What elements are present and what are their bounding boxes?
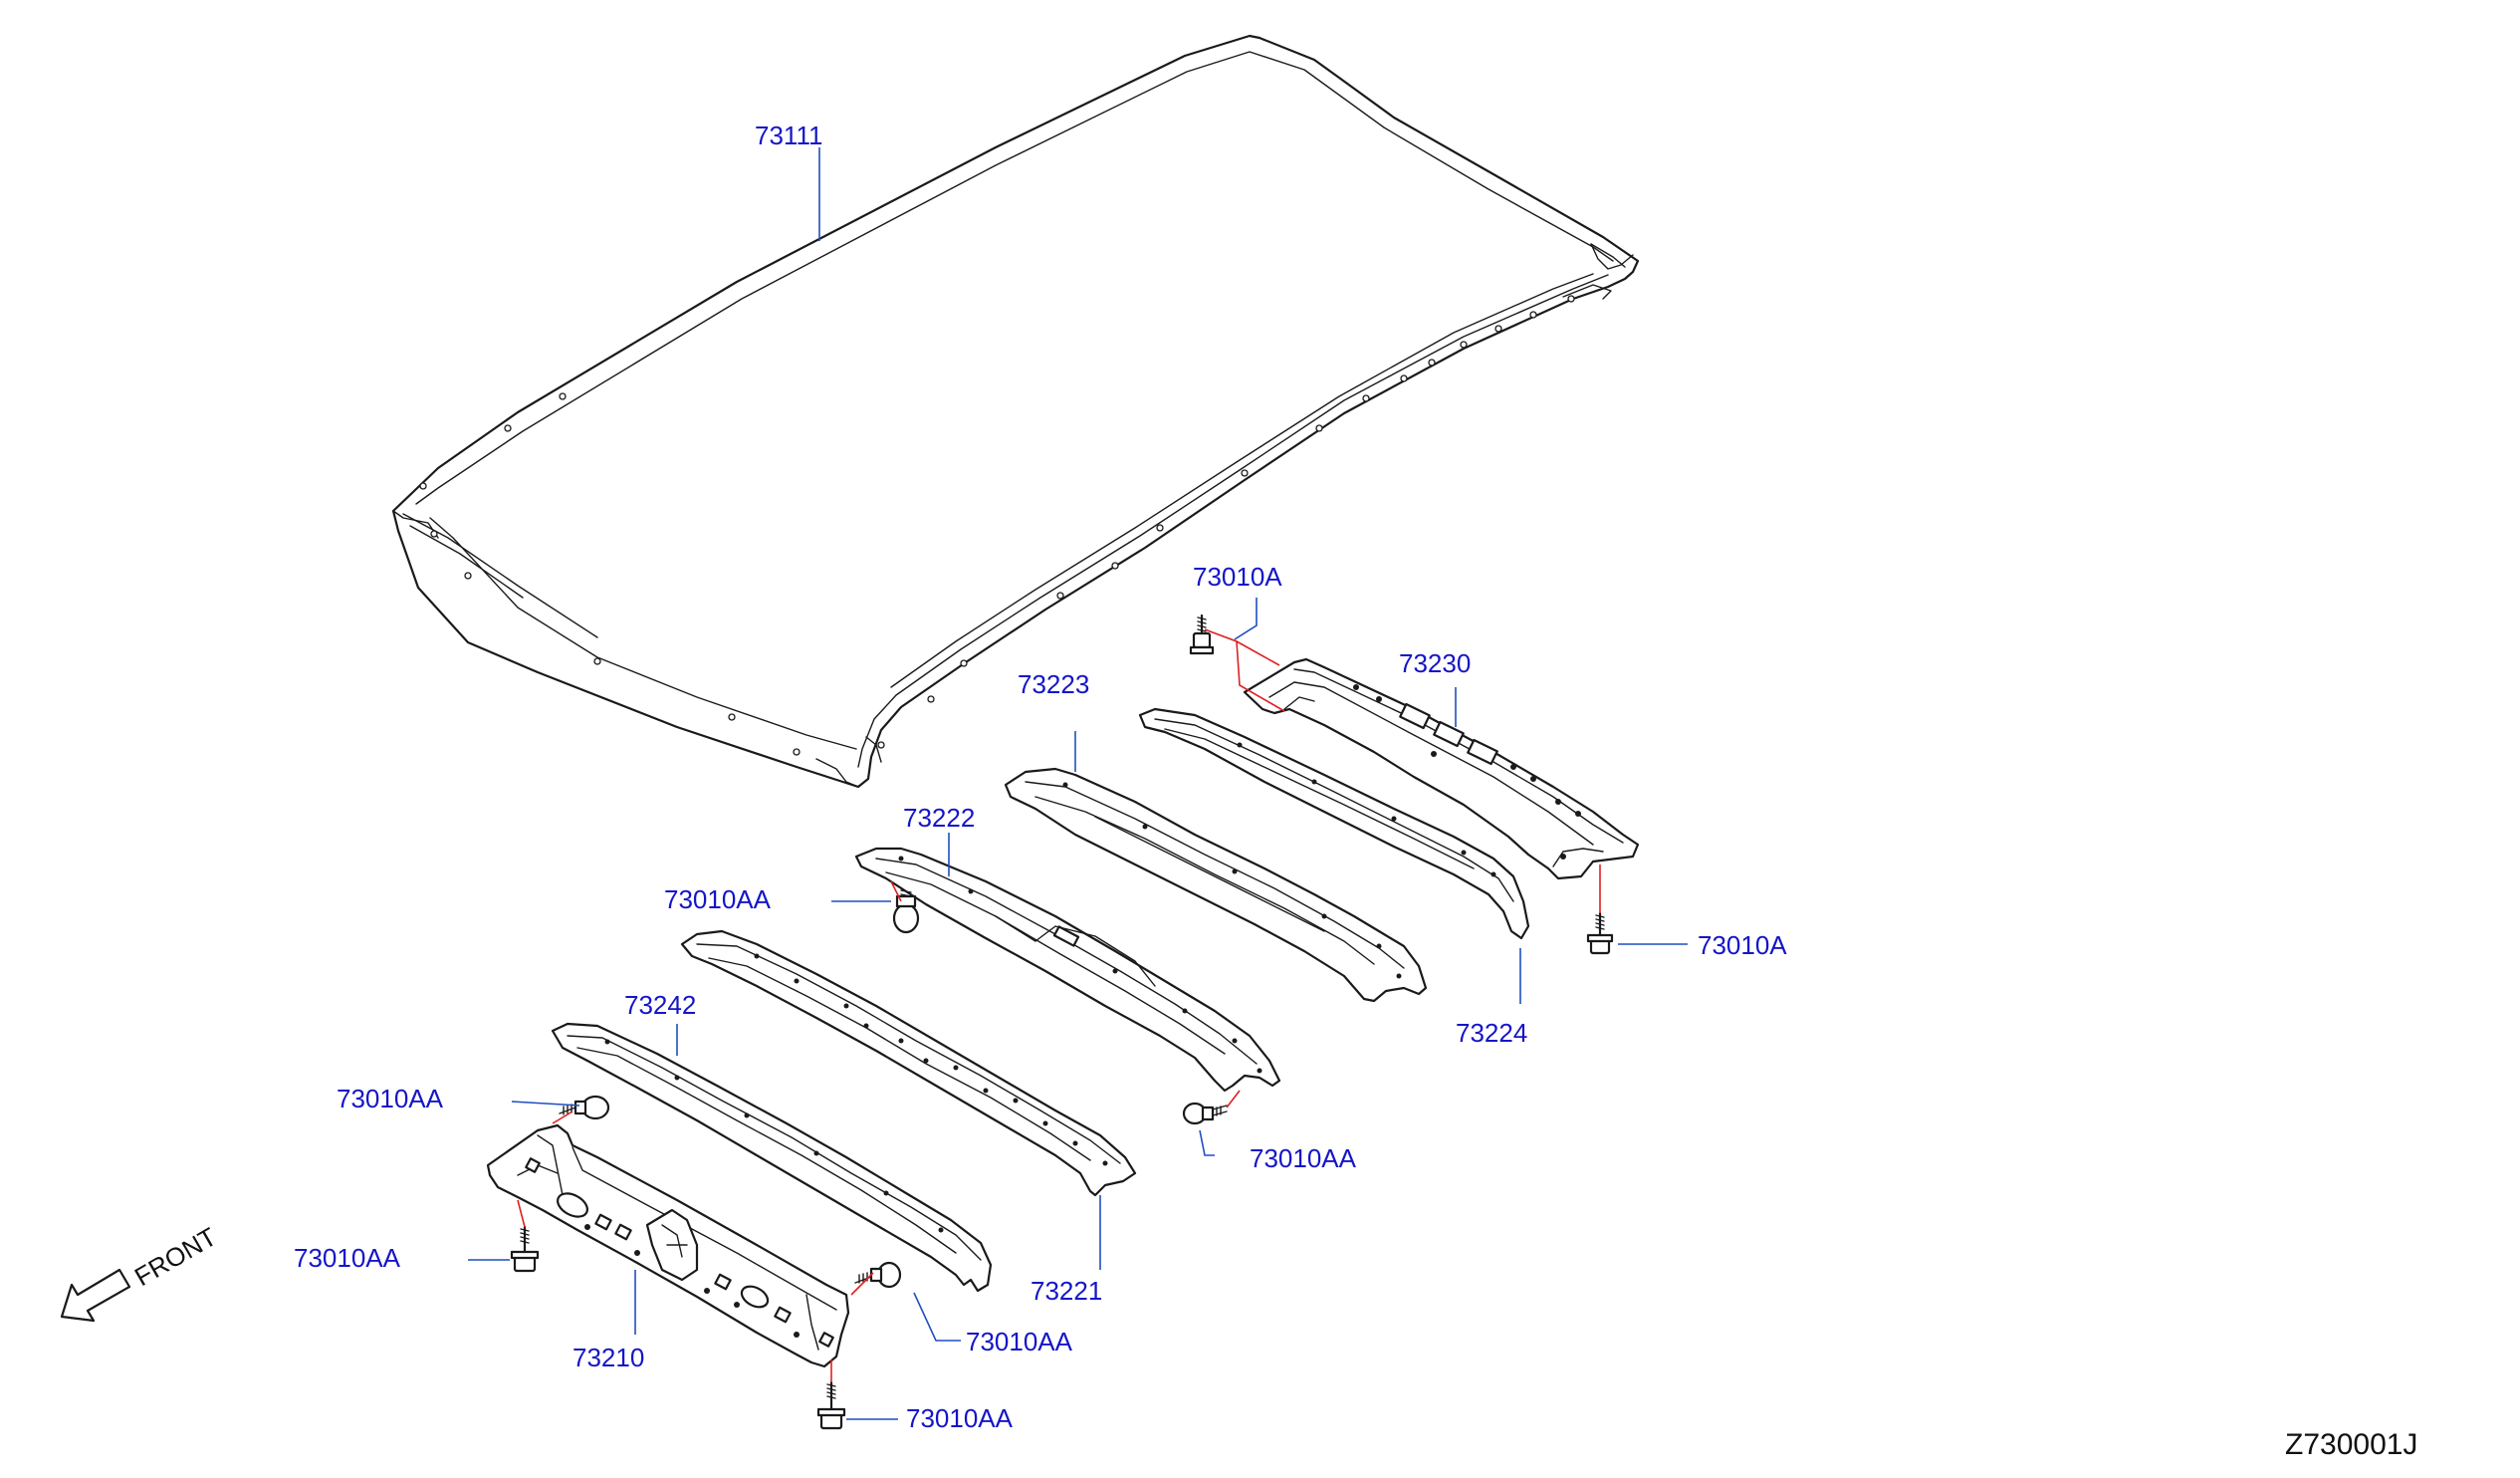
part-label-73242: 73242 bbox=[624, 990, 696, 1020]
arrow-down-left-icon bbox=[60, 1268, 131, 1323]
part-label-73221: 73221 bbox=[1031, 1276, 1102, 1306]
part-label-73223: 73223 bbox=[1018, 669, 1089, 699]
rear-header-rail bbox=[1243, 657, 1640, 880]
roof-panel bbox=[391, 34, 1640, 789]
bolt-icon-73010AA-bottom-right bbox=[854, 1261, 902, 1289]
bolt-icon-73010AA-center bbox=[1182, 1102, 1228, 1125]
front-label: FRONT bbox=[129, 1221, 222, 1292]
fastener-label-73010AA-left-lower: 73010AA bbox=[294, 1243, 401, 1273]
part-label-73210: 73210 bbox=[573, 1343, 644, 1372]
part-label-73222: 73222 bbox=[903, 803, 975, 833]
bolt-icon-73010AA-left-upper bbox=[559, 1095, 610, 1120]
roof-bow-73224 bbox=[1138, 707, 1530, 940]
fastener-label-73010AA-center: 73010AA bbox=[1250, 1143, 1357, 1173]
roof-bow-73223 bbox=[1004, 767, 1428, 1003]
roof-holes bbox=[419, 295, 1575, 756]
front-header-rail bbox=[486, 1123, 850, 1368]
fastener-label-73010AA-mid: 73010AA bbox=[664, 884, 772, 914]
diagram-reference-code: Z730001J bbox=[2285, 1428, 2417, 1461]
bolt-icon-73010A-right bbox=[1586, 911, 1614, 955]
fastener-label-73010AA-bottom-right: 73010AA bbox=[966, 1327, 1073, 1356]
fastener-label-73010A-right: 73010A bbox=[1698, 930, 1787, 960]
fastener-attachment-lines bbox=[517, 628, 1601, 1382]
bolt-icon-73010AA-left-lower bbox=[510, 1225, 540, 1273]
part-label-73230: 73230 bbox=[1399, 648, 1471, 678]
leader-lines bbox=[468, 147, 1688, 1420]
bolt-icon-73010A-top bbox=[1189, 614, 1215, 655]
bolt-icon-73010AA-mid bbox=[892, 889, 920, 934]
part-labels: 73111 73230 73223 73224 73222 73221 7324… bbox=[294, 121, 1787, 1433]
roof-bow-73222 bbox=[854, 847, 1281, 1093]
fastener-label-73010A-top: 73010A bbox=[1193, 562, 1282, 592]
part-label-73111: 73111 bbox=[755, 121, 822, 150]
bolt-icon-73010AA-bottom bbox=[816, 1380, 846, 1430]
fastener-label-73010AA-bottom: 73010AA bbox=[906, 1403, 1014, 1433]
front-direction-indicator: FRONT bbox=[60, 1221, 222, 1323]
fastener-label-73010AA-left-upper: 73010AA bbox=[337, 1084, 444, 1113]
roof-bow-73221 bbox=[680, 929, 1137, 1197]
part-label-73224: 73224 bbox=[1456, 1018, 1527, 1048]
roof-bow-73242 bbox=[551, 1022, 993, 1293]
